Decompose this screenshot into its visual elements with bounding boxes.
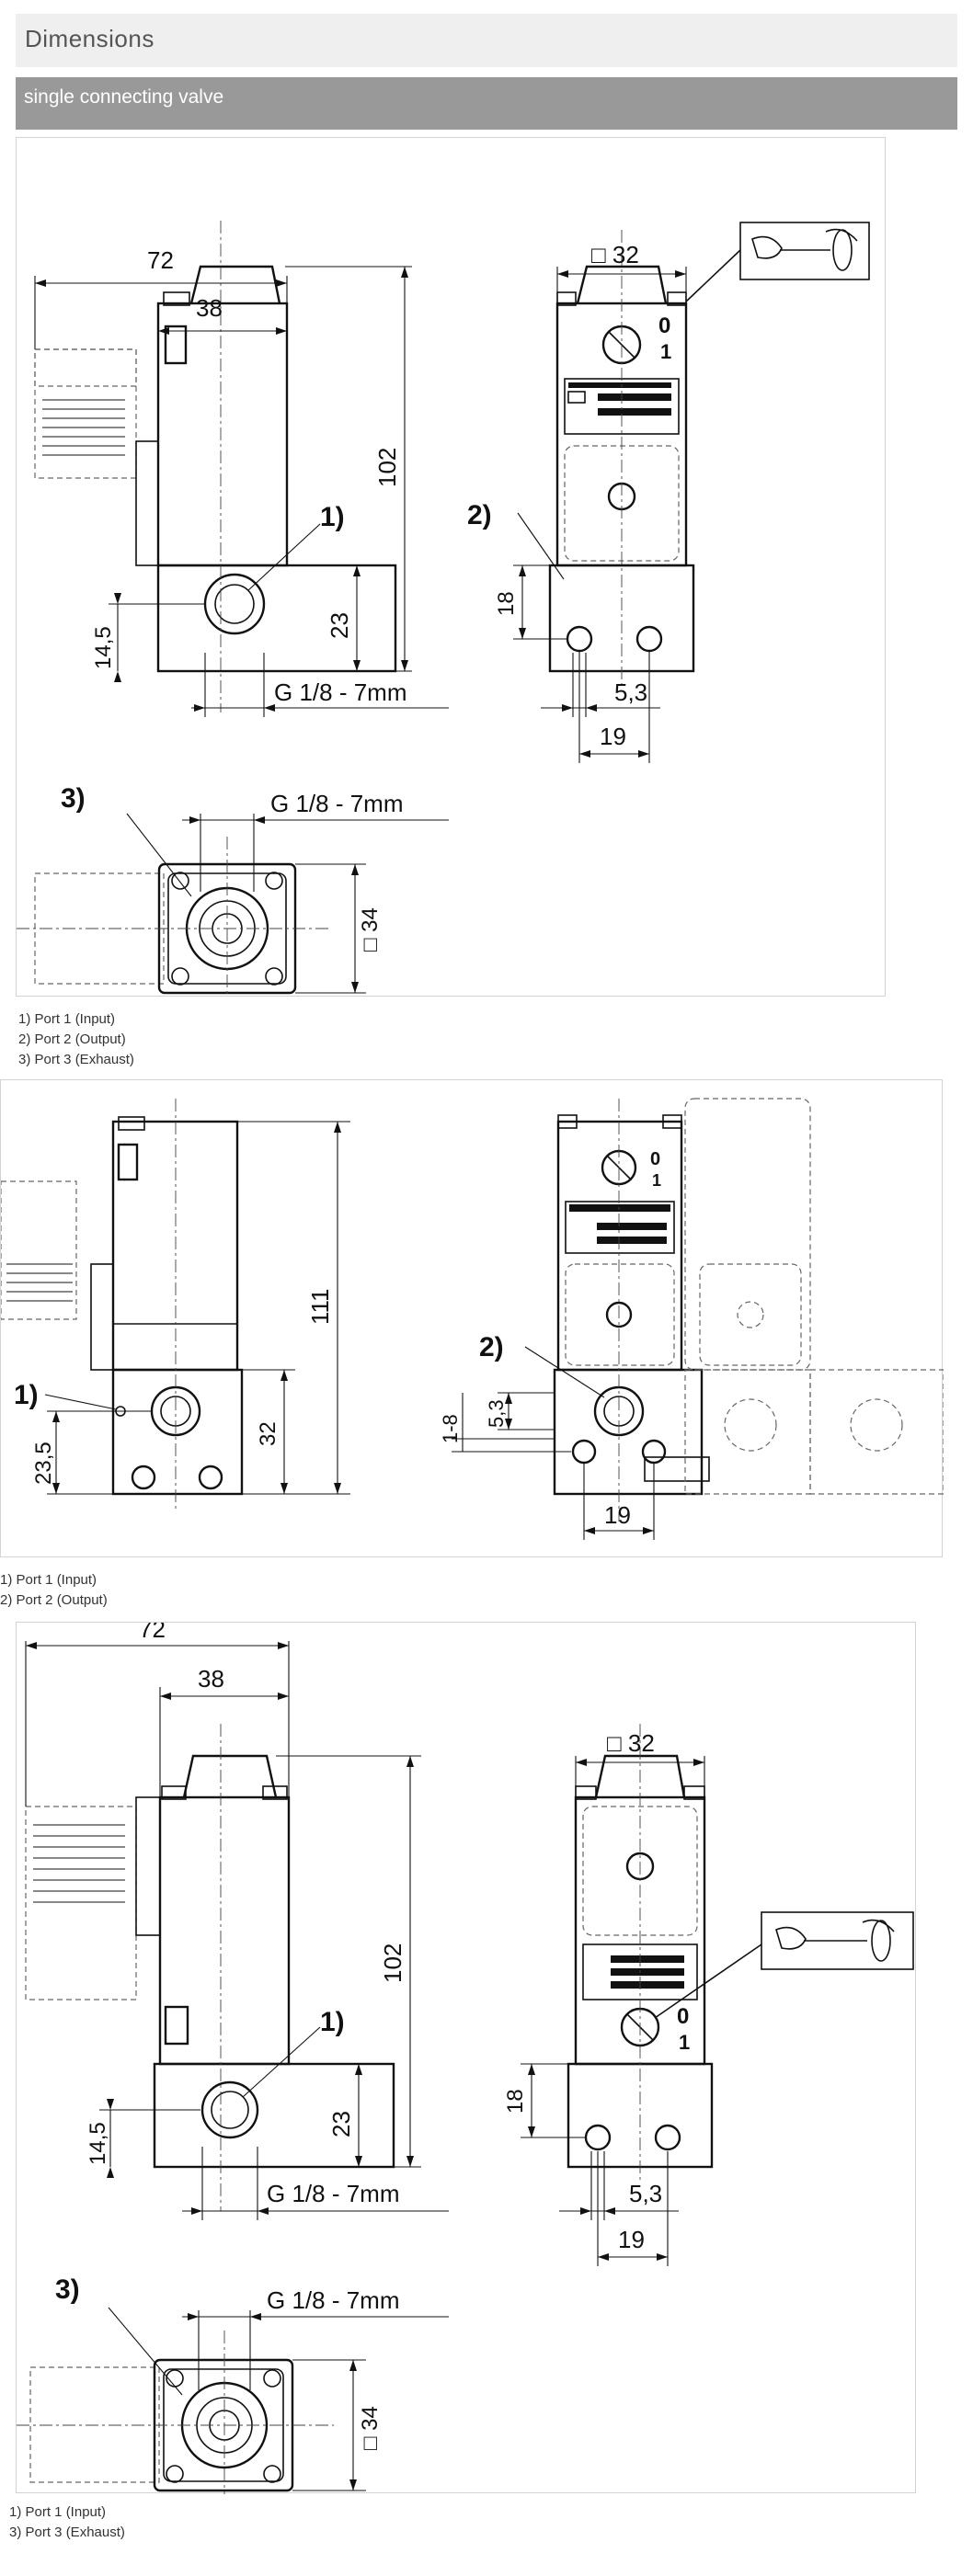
dim-thread-front: G 1/8 - 7mm (267, 2180, 399, 2207)
dim-square: □ 32 (607, 1729, 655, 1757)
dim-thread-front: G 1/8 - 7mm (274, 678, 406, 706)
dim-port-offset: 14,5 (86, 2122, 110, 2165)
callout-port-3: 3) (61, 783, 86, 814)
dim-hole-small: 5,3 (614, 678, 647, 706)
dim-port-offset: 23,5 (31, 1442, 56, 1485)
dim-port-offset: 14,5 (91, 626, 116, 669)
dim-port-height: 32 (256, 1421, 280, 1446)
dim-port-height: 23 (327, 2111, 355, 2137)
callout-port-1: 1) (14, 1380, 39, 1410)
switch-pos-1: 1 (652, 1171, 661, 1190)
dim-hole-pitch: 19 (600, 723, 626, 750)
callout-port-1: 1) (320, 2007, 345, 2037)
switch-pos-1: 1 (660, 340, 671, 363)
callout-port-2: 2) (479, 1332, 504, 1362)
front-view: 0 1 □ 32 18 5,3 19 (503, 1724, 914, 2266)
callout-port-3: 3) (55, 2274, 80, 2305)
page-title: Dimensions (16, 14, 957, 67)
callout-port-1: 1) (320, 502, 345, 532)
front-view: 0 1 2) 5,3 1-8 (439, 1098, 944, 1540)
section-title: single connecting valve (16, 77, 957, 130)
diagram-frame-3: 72 38 102 23 14,5 1) G 1/8 - 7mm (16, 1622, 916, 2494)
dim-width-body: 38 (198, 1665, 224, 1693)
legend-item: 3) Port 3 (Exhaust) (9, 2525, 125, 2540)
dim-square: □ 32 (591, 241, 639, 268)
dim-m53: 5,3 (485, 1399, 508, 1428)
dim-thread-bottom: G 1/8 - 7mm (270, 790, 403, 817)
technical-drawing-3: 72 38 102 23 14,5 1) G 1/8 - 7mm (17, 1623, 914, 2494)
dim-base-height: 18 (503, 2089, 528, 2114)
bottom-view: 3) G 1/8 - 7mm □ 34 (17, 783, 449, 997)
dim-hole-small: 5,3 (629, 2180, 662, 2207)
switch-pos-0: 0 (650, 1149, 660, 1169)
dim-square-bottom: □ 34 (358, 907, 383, 952)
dim-width-total: 72 (139, 1623, 166, 1643)
dim-base-height: 18 (494, 591, 519, 616)
bottom-view: 3) G 1/8 - 7mm □ 34 (17, 2274, 449, 2494)
technical-drawing-1: 72 38 102 23 14,5 1) G 1/8 - 7mm (17, 221, 870, 997)
switch-pos-1: 1 (679, 2031, 690, 2054)
switch-pos-0: 0 (677, 2004, 689, 2029)
legend-2: 1) Port 1 (Input) 2) Port 2 (Output) (0, 1570, 108, 1611)
dim-width-body: 38 (196, 294, 223, 322)
callout-port-2: 2) (467, 500, 492, 530)
diagram-frame-2: 111 32 23,5 1) 0 1 (0, 1079, 944, 1557)
legend-1: 1) Port 1 (Input) 2) Port 2 (Output) 3) … (18, 1009, 134, 1070)
dim-width-total: 72 (147, 246, 174, 274)
dim-port-height: 23 (326, 612, 353, 639)
side-view: 72 38 102 23 14,5 1) G 1/8 - 7mm (25, 1623, 449, 2220)
legend-item: 1) Port 1 (Input) (18, 1011, 116, 1027)
manual-override-icon (685, 222, 870, 302)
legend-item: 3) Port 3 (Exhaust) (18, 1052, 134, 1067)
dim-thread-bottom: G 1/8 - 7mm (267, 2286, 399, 2314)
dim-m-side: 1-8 (439, 1414, 462, 1443)
switch-pos-0: 0 (658, 313, 670, 338)
dim-height: 111 (306, 1288, 334, 1325)
dim-square-bottom: □ 34 (358, 2406, 383, 2450)
side-view: 72 38 102 23 14,5 1) G 1/8 - 7mm (34, 221, 449, 717)
front-view: 0 1 □ 32 2) 18 5,3 (467, 222, 870, 763)
manual-override-icon (654, 1911, 914, 2019)
dim-hole-pitch: 19 (618, 2226, 645, 2253)
legend-3: 1) Port 1 (Input) 3) Port 3 (Exhaust) (9, 2502, 125, 2543)
legend-item: 2) Port 2 (Output) (0, 1592, 108, 1608)
legend-item: 1) Port 1 (Input) (0, 1572, 97, 1588)
side-view: 111 32 23,5 1) (1, 1099, 350, 1512)
dim-hole-pitch: 19 (604, 1501, 631, 1529)
technical-drawing-2: 111 32 23,5 1) 0 1 (1, 1098, 944, 1540)
dim-height: 102 (373, 448, 401, 487)
legend-item: 2) Port 2 (Output) (18, 1032, 126, 1047)
dim-height: 102 (379, 1943, 406, 1983)
diagram-frame-1: 72 38 102 23 14,5 1) G 1/8 - 7mm (16, 137, 886, 997)
legend-item: 1) Port 1 (Input) (9, 2504, 107, 2520)
